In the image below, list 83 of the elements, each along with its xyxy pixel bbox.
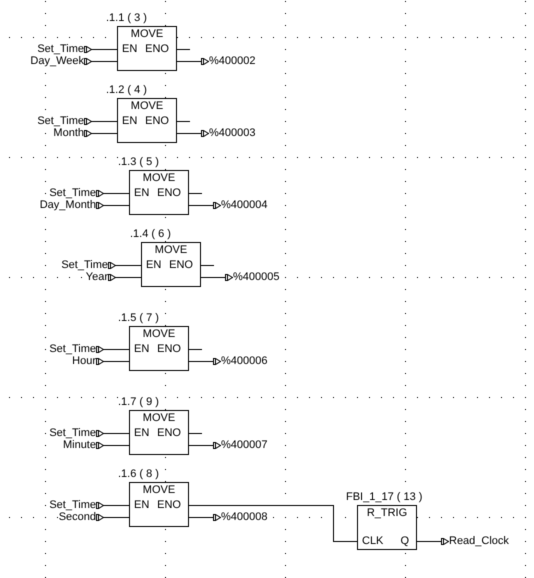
variable-name: Second (58, 511, 96, 523)
variable-name: Set_Time (37, 43, 84, 55)
instance-label: .1.4 ( 6 ) (130, 228, 171, 240)
output-pin-label: ENO (145, 115, 169, 127)
variable-name: Set_Time (49, 427, 96, 439)
wire (200, 274, 234, 281)
block-type-label: MOVE (130, 100, 164, 112)
variable-name: Set_Time (49, 343, 96, 355)
input-pin-label: EN (146, 259, 162, 271)
wire (188, 202, 222, 209)
wire (188, 193, 202, 194)
input-pin-label: EN (134, 343, 150, 355)
wire (176, 58, 210, 65)
variable-name: Year (86, 271, 108, 283)
variable-name: Set_Time (37, 115, 84, 127)
variable-name: Hour (72, 355, 96, 367)
wire (96, 190, 130, 197)
block-type-label: MOVE (142, 484, 176, 496)
wire (188, 358, 222, 365)
output-pin-label: ENO (157, 187, 181, 199)
input-pin-label: EN (134, 187, 150, 199)
variable-name: %400007 (221, 439, 268, 451)
wire (188, 349, 202, 350)
wire (84, 130, 118, 137)
wire (188, 505, 358, 542)
variable-name: Minute (62, 439, 96, 451)
wire (96, 346, 130, 353)
input-pin-label: CLK (362, 535, 384, 547)
wire (84, 118, 118, 125)
instance-label: .1.7 ( 9 ) (118, 396, 159, 408)
variable-name: Day_Month (40, 199, 96, 211)
wire (108, 262, 142, 269)
wire (96, 202, 130, 209)
input-pin-label: EN (122, 115, 138, 127)
output-pin-label: ENO (157, 343, 181, 355)
instance-label: .1.1 ( 3 ) (106, 12, 147, 24)
wire (96, 502, 130, 509)
output-pin-label: Q (400, 535, 409, 547)
block-type-label: R_TRIG (366, 507, 408, 519)
wire (200, 265, 214, 266)
wire (96, 514, 130, 521)
output-pin-label: ENO (169, 259, 193, 271)
variable-name: %400002 (209, 55, 256, 67)
wire (176, 49, 190, 50)
output-pin-label: ENO (157, 427, 181, 439)
block-type-label: MOVE (130, 28, 164, 40)
wire (188, 514, 222, 521)
input-pin-label: EN (134, 499, 150, 511)
input-pin-label: EN (134, 427, 150, 439)
wire (96, 430, 130, 437)
wire (84, 46, 118, 53)
variable-name: %400008 (221, 511, 268, 523)
wire (188, 433, 202, 434)
block-type-label: MOVE (142, 412, 176, 424)
block-type-label: MOVE (154, 244, 188, 256)
variable-name: Set_Time (49, 187, 96, 199)
input-pin-label: EN (122, 43, 138, 55)
variable-name: Set_Time (61, 259, 108, 271)
output-pin-label: ENO (157, 499, 181, 511)
instance-label: .1.3 ( 5 ) (118, 156, 159, 168)
wire (416, 538, 450, 545)
wire (96, 358, 130, 365)
variable-name: Day_Week (30, 55, 84, 67)
wire (188, 442, 222, 449)
output-pin-label: ENO (145, 43, 169, 55)
wire (176, 130, 210, 137)
wire (96, 442, 130, 449)
variable-name: %400004 (221, 199, 268, 211)
variable-name: Set_Time (49, 499, 96, 511)
variable-name: %400003 (209, 127, 256, 139)
variable-name: %400005 (233, 271, 280, 283)
variable-name: Month (53, 127, 84, 139)
wire (176, 121, 190, 122)
instance-label: FBI_1_17 ( 13 ) (346, 491, 422, 503)
instance-label: .1.2 ( 4 ) (106, 84, 147, 96)
wire (108, 274, 142, 281)
variable-name: Read_Clock (449, 535, 509, 547)
block-type-label: MOVE (142, 328, 176, 340)
block-type-label: MOVE (142, 172, 176, 184)
instance-label: .1.6 ( 8 ) (118, 468, 159, 480)
wire (84, 58, 118, 65)
variable-name: %400006 (221, 355, 268, 367)
instance-label: .1.5 ( 7 ) (118, 312, 159, 324)
